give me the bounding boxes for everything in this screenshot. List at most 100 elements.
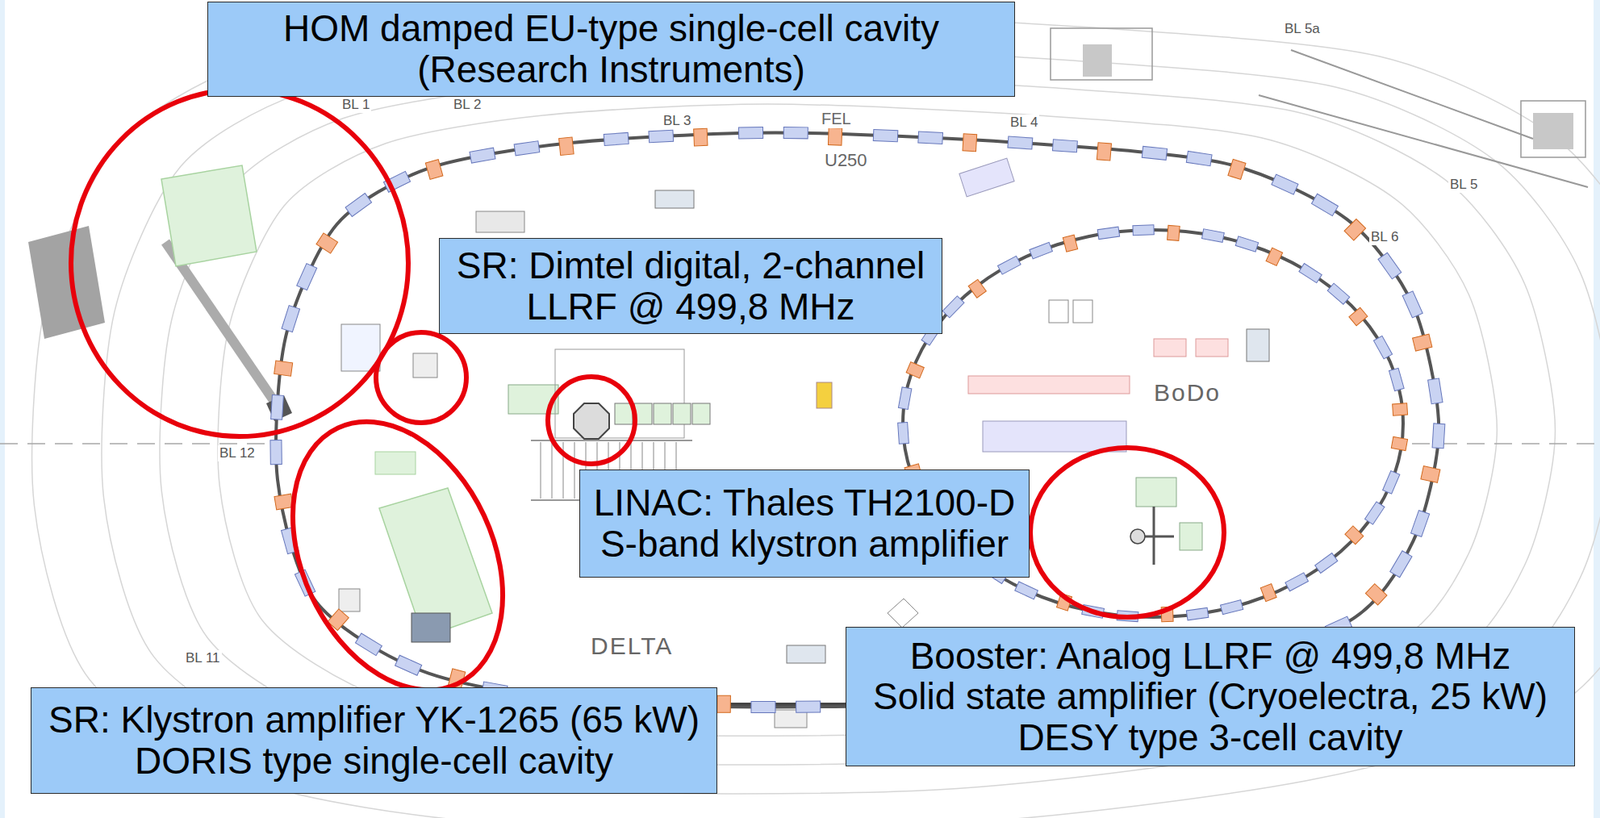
rack [1048, 300, 1069, 323]
dipole-magnet [648, 129, 674, 143]
plan-label: BoDo [1152, 379, 1223, 408]
dipole-magnet [783, 126, 808, 138]
plan-label: BL 12 [217, 445, 257, 462]
plan-label: FEL [819, 109, 853, 129]
dipole-magnet [1029, 242, 1053, 260]
dipole-magnet [513, 141, 540, 156]
dipole-magnet [1141, 146, 1167, 160]
plan-ground [4, 0, 1594, 818]
dipole-magnet [1411, 510, 1430, 538]
highlight-circle [547, 376, 635, 464]
dipole-magnet [873, 129, 899, 143]
plan-label: DELTA [589, 632, 675, 661]
dipole-magnet [1007, 136, 1033, 150]
dipole-magnet [1311, 193, 1338, 216]
highlight-circle [71, 89, 409, 437]
rack [653, 403, 672, 425]
building-block [1533, 112, 1574, 150]
rack [411, 613, 451, 643]
linac-symbol [573, 403, 610, 439]
cavity-area [161, 165, 257, 267]
highlight-circle [251, 388, 544, 725]
quadrupole-magnet [1345, 526, 1364, 545]
dipole-magnet [296, 263, 318, 291]
rack [1246, 329, 1270, 362]
power-supply [1153, 338, 1187, 357]
magnet-block [266, 395, 293, 422]
dipole-magnet [355, 633, 382, 656]
dipole-magnet [1389, 367, 1405, 391]
rack [614, 403, 633, 425]
rack [1073, 300, 1093, 323]
dipole-magnet [281, 305, 300, 333]
dipole-magnet [1378, 252, 1402, 280]
dipole-magnet [1271, 174, 1299, 195]
rack [692, 403, 711, 425]
dipole-magnet [1373, 335, 1392, 360]
callout-box: SR: Klystron amplifier YK-1265 (65 kW)DO… [30, 687, 718, 794]
hutch-block [28, 225, 105, 339]
rack [338, 589, 360, 612]
plan-label: U250 [822, 150, 869, 171]
rack [375, 451, 416, 475]
rack [413, 353, 438, 378]
plan-label: BL 5 [1448, 176, 1479, 193]
quadrupole-magnet [1365, 584, 1387, 606]
stair-symbol [887, 598, 919, 628]
dipole-magnet [1285, 572, 1309, 592]
callout-text: DESY type 3-cell cavity [1017, 717, 1403, 759]
callout-box: LINAC: Thales TH2100-D S-band klystron a… [579, 469, 1030, 578]
dipole-magnet [395, 655, 422, 676]
callout-text: DORIS type single-cell cavity [134, 740, 614, 782]
power-supply [982, 421, 1127, 452]
quadrupole-magnet [1167, 225, 1181, 241]
quadrupole-magnet [274, 360, 293, 376]
quadrupole-magnet [968, 279, 986, 298]
building-outline [1520, 100, 1586, 158]
dipole-magnet [1428, 378, 1443, 405]
callout-text: SR: Klystron amplifier YK-1265 (65 kW) [48, 699, 700, 741]
dipole-magnet [1327, 283, 1350, 305]
dipole-magnet [1390, 551, 1413, 578]
dipole-magnet [918, 131, 944, 144]
dipole-magnet [1015, 581, 1039, 600]
callout-box: SR: Dimtel digital, 2-channel LLRF @ 499… [438, 238, 943, 335]
plan-label: BL 5a [1282, 20, 1322, 38]
quadrupole-magnet [1349, 307, 1368, 326]
dipole-magnet [1186, 150, 1212, 166]
quadrupole-magnet [425, 159, 443, 180]
quadrupole-magnet [1344, 218, 1367, 241]
dipole-magnet [1382, 471, 1400, 495]
highlight-circle [1030, 447, 1225, 618]
quadrupole-magnet [1391, 436, 1408, 451]
beamline [1290, 50, 1534, 139]
axis-line [0, 442, 279, 445]
rack [816, 382, 832, 409]
cavity-symbol [1130, 529, 1145, 544]
booster-rf-area [1136, 477, 1177, 507]
dipole-magnet [1365, 501, 1385, 525]
beamline [1258, 95, 1588, 188]
building-outline [1050, 28, 1153, 80]
quadrupole-magnet [1062, 234, 1078, 252]
plan-label: BL 11 [183, 650, 222, 667]
linac-room [555, 349, 685, 439]
quadrupole-magnet [1228, 158, 1246, 180]
building-block [1082, 44, 1112, 77]
dipole-magnet [1186, 607, 1208, 621]
dipole-magnet [1220, 600, 1244, 615]
highlight-circle [375, 332, 467, 423]
dipole-magnet [751, 701, 776, 713]
beam-pipe [165, 242, 279, 408]
rack [1179, 522, 1203, 551]
hall-outline [101, 46, 1600, 794]
dipole-magnet [1097, 226, 1120, 240]
dipole-magnet [270, 439, 282, 464]
rack [959, 158, 1015, 197]
dipole-magnet [898, 422, 910, 445]
plan-label: BL 6 [1369, 229, 1400, 246]
dipole-magnet [796, 701, 821, 713]
dipole-magnet [1299, 263, 1322, 283]
rack [672, 403, 691, 425]
